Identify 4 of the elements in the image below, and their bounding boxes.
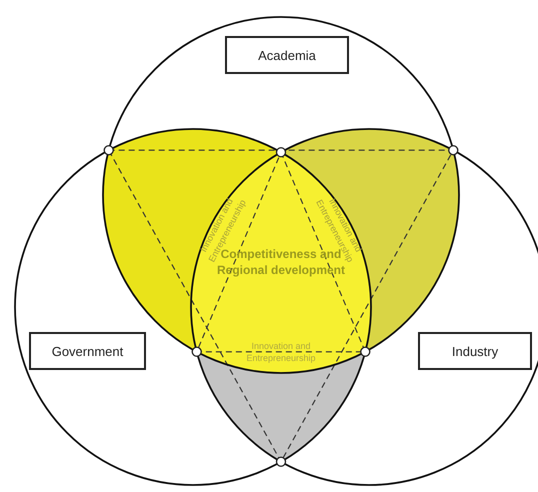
overlap-label: Innovation and Entrepreneurship: [245, 340, 317, 364]
label-box: Industry: [418, 332, 532, 370]
label-box: Government: [29, 332, 146, 370]
label-box: Academia: [225, 36, 349, 74]
